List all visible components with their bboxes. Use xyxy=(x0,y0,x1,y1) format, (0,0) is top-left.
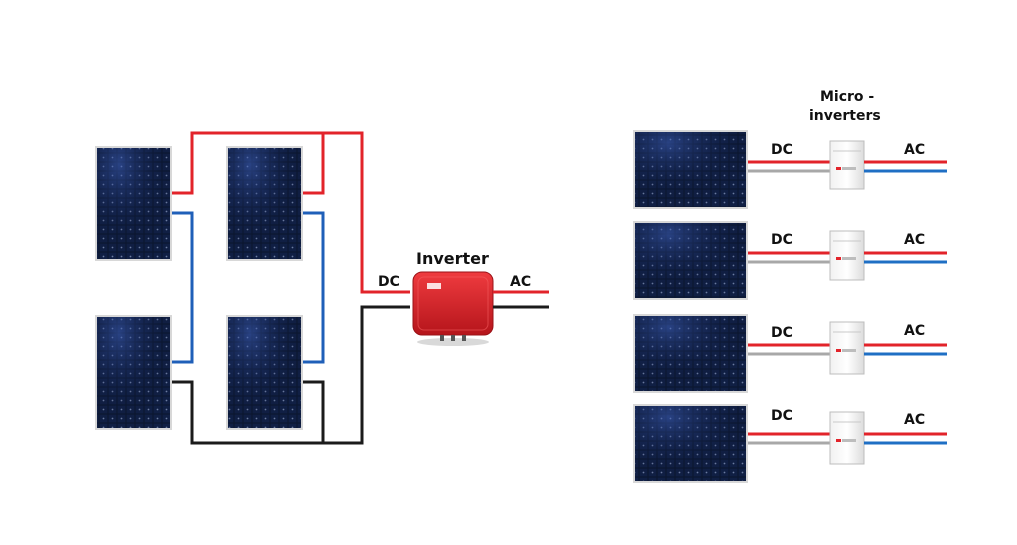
central-inverter xyxy=(412,271,494,346)
dc-label: DC xyxy=(771,325,793,341)
micro-inverter-row: DC AC xyxy=(633,404,947,483)
micro-inverters-title-line1: Micro - xyxy=(820,89,874,105)
solar-panel xyxy=(633,314,748,393)
solar-panel xyxy=(633,404,748,483)
ac-label: AC xyxy=(904,142,925,158)
ac-label: AC xyxy=(904,232,925,248)
micro-inverters-title-line2: inverters xyxy=(809,108,881,124)
solar-panel xyxy=(633,130,748,209)
dc-negative-wiring xyxy=(172,290,410,445)
dc-label: DC xyxy=(771,408,793,424)
micro-inverter-row: DC AC xyxy=(633,221,947,300)
dc-label: DC xyxy=(378,274,400,290)
dc-label: DC xyxy=(771,232,793,248)
ac-label: AC xyxy=(904,323,925,339)
solar-panel xyxy=(95,146,172,261)
micro-inverter xyxy=(829,140,865,190)
micro-inverter xyxy=(829,230,865,281)
inverter-label: Inverter xyxy=(416,249,489,268)
solar-panel xyxy=(226,315,303,430)
micro-inverter-row: DC AC xyxy=(633,130,947,209)
micro-inverter-system: Micro - inverters DC AC xyxy=(633,89,947,483)
series-interconnect-wiring xyxy=(172,211,325,364)
solar-panel xyxy=(633,221,748,300)
solar-panel xyxy=(226,146,303,261)
micro-inverter xyxy=(829,321,865,375)
micro-inverter-row: DC AC xyxy=(633,314,947,393)
dc-label: DC xyxy=(771,142,793,158)
micro-inverter xyxy=(829,411,865,465)
solar-panel xyxy=(95,315,172,430)
ac-label: AC xyxy=(904,412,925,428)
ac-label: AC xyxy=(510,274,531,290)
ac-output-wiring xyxy=(493,290,549,309)
central-inverter-system: Inverter DC AC xyxy=(95,131,549,445)
